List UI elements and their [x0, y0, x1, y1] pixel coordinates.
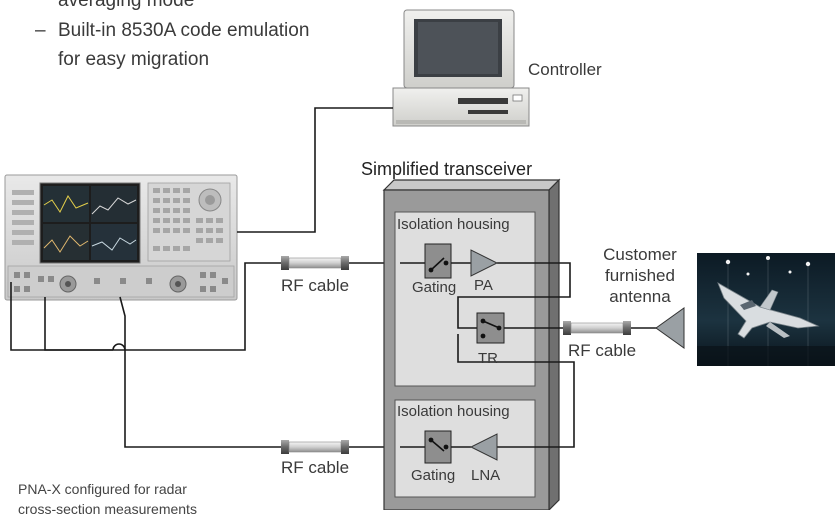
- isolation-housing-top-label: Isolation housing: [397, 216, 510, 233]
- lna-amplifier-icon: [469, 433, 498, 461]
- bullet-dash: –: [35, 20, 46, 41]
- port-left-loop-line: [10, 282, 113, 351]
- controller-link-line: [237, 107, 393, 233]
- controller-computer-icon: [392, 9, 530, 127]
- bullet-item-1-text: averaging mode: [58, 0, 195, 11]
- isolation-housing-bottom-label: Isolation housing: [397, 403, 510, 420]
- gating-switch-top-icon: [424, 243, 452, 279]
- antenna-label-line1: Customer: [603, 245, 677, 264]
- bullet-item-1: averaging mode: [58, 0, 194, 15]
- tr-switch-icon: [476, 312, 505, 344]
- antenna-label-line2: furnished: [605, 266, 675, 285]
- antenna-label: Customer furnished antenna: [594, 244, 686, 307]
- controller-label: Controller: [528, 60, 602, 79]
- gating-top-label: Gating: [412, 279, 457, 296]
- pa-amplifier-icon: [470, 249, 499, 277]
- gating-bottom-label: Gating: [411, 467, 456, 484]
- bullet-item-2-line1: Built-in 8530A code emulation: [58, 20, 310, 41]
- lna-label: LNA: [471, 467, 501, 484]
- jet-aircraft-photo: [697, 253, 835, 366]
- rf-cable-upper-label: RF cable: [281, 276, 350, 295]
- gating-switch-bottom-icon: [424, 430, 452, 464]
- wire-tr-to-lna: [457, 334, 575, 448]
- bullet-item-2-line2: for easy migration: [58, 49, 210, 70]
- rf-cable-upper-icon: [281, 256, 349, 270]
- bullet-item-2-cont: for easy migration: [58, 46, 209, 74]
- antenna-horn-icon: [655, 307, 685, 349]
- port2-riser-line: [119, 296, 126, 350]
- rf-cable-right-label: RF cable: [568, 341, 637, 360]
- tr-label: TR: [478, 350, 498, 367]
- port2-route-line: [124, 350, 281, 448]
- port1-route-line: [44, 262, 281, 351]
- figure-caption: PNA-X configured for radar cross-section…: [18, 479, 197, 519]
- caption-line2: cross-section measurements: [18, 501, 197, 517]
- transceiver-block: [382, 178, 561, 510]
- transceiver-title: Simplified transceiver: [361, 159, 533, 179]
- bullet-item-2: – Built-in 8530A code emulation: [35, 17, 310, 45]
- internal-wiring: [400, 262, 660, 448]
- antenna-label-line3: antenna: [609, 287, 671, 306]
- connection-lines: [10, 107, 400, 448]
- rf-cable-lower-label: RF cable: [281, 458, 350, 477]
- pna-x-analyzer-icon: [4, 174, 238, 301]
- crossover-hop: [112, 343, 126, 351]
- pa-label: PA: [474, 277, 493, 294]
- wire-pa-to-tr: [457, 262, 571, 329]
- rf-cable-lower-icon: [281, 440, 349, 454]
- rf-cable-right-icon: [563, 321, 631, 335]
- caption-line1: PNA-X configured for radar: [18, 481, 187, 497]
